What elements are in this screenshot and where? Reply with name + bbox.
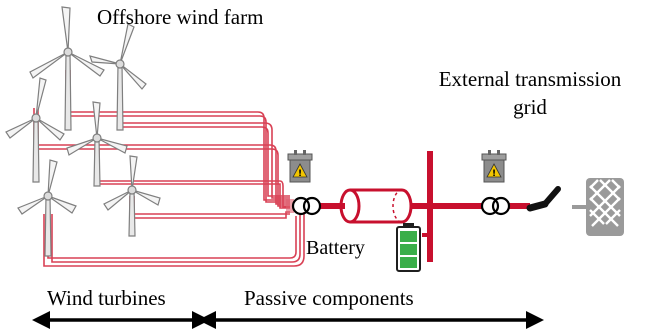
wind-turbine-icon — [29, 6, 105, 131]
wind-turbines — [5, 6, 161, 257]
svg-text:!: ! — [492, 169, 496, 179]
battery-icon — [396, 223, 421, 272]
busbar — [422, 151, 433, 262]
wind-turbine-icon — [103, 155, 161, 237]
switch-icon — [526, 186, 561, 212]
cable-cylinder-icon — [339, 188, 413, 224]
external-grid-icon — [572, 178, 624, 236]
transformer-2: ! — [480, 150, 511, 216]
external-grid-label-line1: External transmission — [438, 67, 622, 91]
turbine-cables — [33, 70, 305, 267]
transformer-symbol-icon — [480, 196, 511, 216]
passive-components-label: Passive components — [244, 286, 414, 310]
wind-turbine-icon — [66, 101, 128, 187]
battery-label: Battery — [306, 237, 365, 259]
external-grid-label-line2: grid — [513, 95, 547, 119]
wind-turbines-span-arrow — [32, 311, 210, 329]
wind-turbine-icon — [89, 23, 147, 131]
transformer-1: ! — [287, 150, 322, 216]
external-grid-label: External transmission grid — [410, 65, 650, 121]
substation-icon: ! — [287, 150, 313, 183]
passive-components-span-arrow — [198, 311, 544, 329]
wind-turbine-icon — [17, 159, 77, 257]
wind-turbines-label: Wind turbines — [47, 286, 166, 310]
transformer-symbol-icon — [291, 196, 322, 216]
offshore-wind-farm-label: Offshore wind farm — [97, 5, 264, 29]
svg-text:!: ! — [298, 169, 302, 179]
substation-icon: ! — [481, 150, 507, 183]
wind-turbine-icon — [5, 77, 65, 183]
